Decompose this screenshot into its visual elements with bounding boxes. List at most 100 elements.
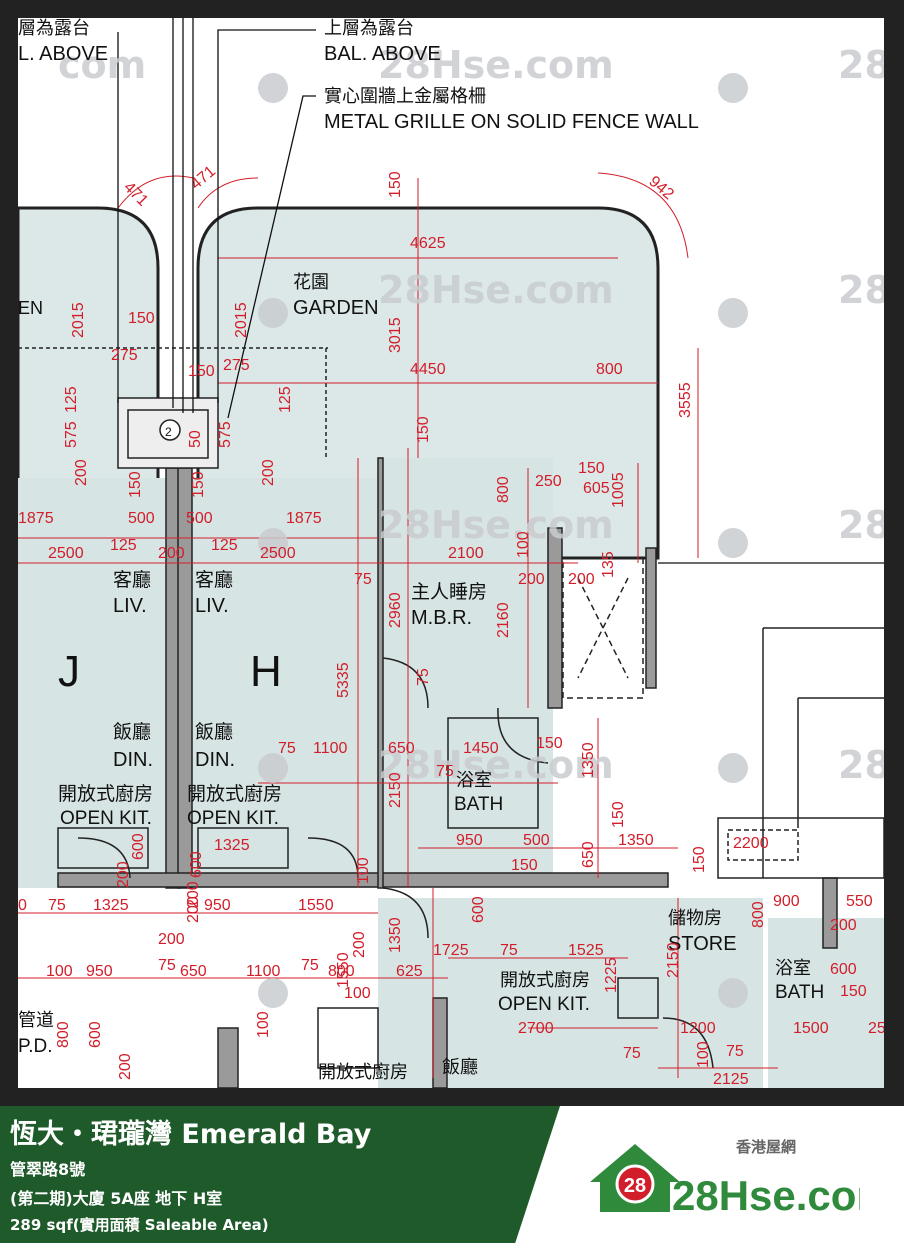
store-cn: 儲物房	[668, 908, 722, 928]
svg-text:28H: 28H	[838, 743, 884, 787]
svg-text:75: 75	[278, 740, 296, 757]
svg-text:575: 575	[63, 421, 80, 448]
svg-text:200: 200	[158, 931, 185, 948]
unit-j-area	[18, 478, 178, 888]
mbr-en: M.B.R.	[411, 607, 472, 629]
listing-info-panel: 恆大・珺瓏灣 Emerald Bay 管翠路8號 (第二期)大廈 5A座 地下 …	[0, 1106, 560, 1243]
svg-text:200: 200	[351, 931, 368, 958]
listing-address: 管翠路8號	[10, 1160, 86, 1179]
svg-text:800: 800	[55, 1021, 72, 1048]
svg-text:1325: 1325	[214, 837, 250, 854]
svg-text:28H: 28H	[838, 503, 884, 547]
svg-text:800: 800	[495, 476, 512, 503]
mbr-area	[383, 458, 553, 708]
floor-plan-drawing: 28Hse.com 28H 28Hse.com 28H 28Hse.com 28…	[18, 18, 884, 1088]
svg-text:2100: 2100	[448, 545, 484, 562]
svg-text:275: 275	[111, 347, 138, 364]
liv-en-j: LIV.	[113, 595, 147, 617]
svg-text:1350: 1350	[387, 917, 404, 953]
svg-text:75: 75	[726, 1043, 744, 1060]
svg-text:2960: 2960	[387, 592, 404, 628]
svg-text:1450: 1450	[463, 740, 499, 757]
svg-text:250: 250	[535, 473, 562, 490]
din-cn-j: 飯廳	[113, 721, 151, 743]
listing-title: 恆大・珺瓏灣 Emerald Bay	[10, 1119, 372, 1150]
svg-text:4625: 4625	[410, 235, 446, 252]
svg-text:650: 650	[388, 740, 415, 757]
svg-text:28H: 28H	[838, 43, 884, 87]
svg-text:75: 75	[354, 571, 372, 588]
svg-text:1100: 1100	[246, 963, 281, 980]
svg-text:575: 575	[217, 421, 234, 448]
svg-text:4450: 4450	[410, 361, 446, 378]
svg-text:125: 125	[63, 386, 80, 413]
svg-text:100: 100	[515, 531, 532, 558]
unit-h-label: H	[250, 647, 282, 696]
svg-text:200: 200	[185, 881, 202, 908]
svg-text:150: 150	[190, 471, 207, 498]
svg-text:650: 650	[580, 841, 597, 868]
svg-text:1200: 1200	[680, 1020, 716, 1037]
svg-text:950: 950	[456, 832, 483, 849]
svg-text:150: 150	[511, 857, 538, 874]
svg-text:150: 150	[188, 363, 215, 380]
svg-text:135: 135	[600, 551, 617, 578]
svg-text:3015: 3015	[387, 317, 404, 353]
bal-above-cn: 上層為露台	[324, 18, 414, 38]
svg-text:1500: 1500	[793, 1020, 829, 1037]
svg-text:100: 100	[344, 985, 371, 1002]
unit-j-label: J	[58, 647, 80, 696]
svg-text:75: 75	[415, 668, 432, 686]
svg-text:1350: 1350	[580, 742, 597, 778]
din-en-h: DIN.	[195, 749, 235, 771]
dimension-lines	[18, 172, 778, 1078]
svg-text:150: 150	[578, 460, 605, 477]
svg-text:150: 150	[415, 416, 432, 443]
floor-plan: 28Hse.com 28H 28Hse.com 28H 28Hse.com 28…	[18, 18, 884, 1088]
listing-footer: 恆大・珺瓏灣 Emerald Bay 管翠路8號 (第二期)大廈 5A座 地下 …	[0, 1106, 904, 1243]
brand-logo[interactable]: 28 28Hse.com	[580, 1132, 860, 1222]
svg-text:125: 125	[211, 537, 238, 554]
svg-text:200: 200	[117, 1053, 134, 1080]
svg-text:2125: 2125	[713, 1071, 749, 1088]
svg-text:942: 942	[645, 173, 676, 203]
svg-text:100: 100	[355, 857, 372, 884]
svg-text:25: 25	[868, 1020, 884, 1037]
svg-text:600: 600	[130, 833, 147, 860]
svg-text:1005: 1005	[610, 472, 627, 508]
svg-text:950: 950	[204, 897, 231, 914]
logo-badge-circle	[615, 1164, 655, 1204]
svg-text:75: 75	[436, 763, 454, 780]
brand-name-cn: 香港屋網	[736, 1138, 797, 1156]
svg-text:28Hse.com: 28Hse.com	[378, 268, 614, 312]
svg-text:950: 950	[86, 963, 113, 980]
svg-text:150: 150	[127, 471, 144, 498]
svg-text:50: 50	[187, 430, 204, 448]
bal-above-left-cn: 層為露台	[18, 18, 90, 38]
svg-text:1325: 1325	[93, 897, 129, 914]
listing-unit: (第二期)大廈 5A座 地下 H室	[10, 1189, 223, 1208]
svg-text:500: 500	[128, 510, 155, 527]
kit2-cn: 開放式廚房	[500, 969, 590, 990]
bath-en: BATH	[454, 794, 503, 815]
svg-text:2200: 2200	[733, 835, 769, 852]
svg-text:28H: 28H	[838, 268, 884, 312]
svg-text:100: 100	[46, 963, 73, 980]
svg-text:600: 600	[830, 961, 857, 978]
svg-text:150: 150	[536, 735, 563, 752]
din-cn-h: 飯廳	[195, 721, 233, 743]
svg-text:900: 900	[773, 893, 800, 910]
svg-text:1225: 1225	[603, 957, 620, 993]
listing-area: 289 sqf(實用面積 Saleable Area)	[10, 1216, 269, 1234]
svg-text:75: 75	[500, 942, 518, 959]
svg-text:1725: 1725	[433, 942, 469, 959]
svg-text:5335: 5335	[335, 662, 352, 698]
svg-text:200: 200	[518, 571, 545, 588]
svg-text:75: 75	[623, 1045, 641, 1062]
bath2-en: BATH	[775, 982, 824, 1003]
left-garden-area	[18, 206, 160, 560]
svg-text:1550: 1550	[298, 897, 334, 914]
kit-cn-h: 開放式廚房	[187, 782, 282, 805]
lower-unit-area	[378, 898, 668, 1088]
svg-text:com: com	[58, 43, 146, 87]
